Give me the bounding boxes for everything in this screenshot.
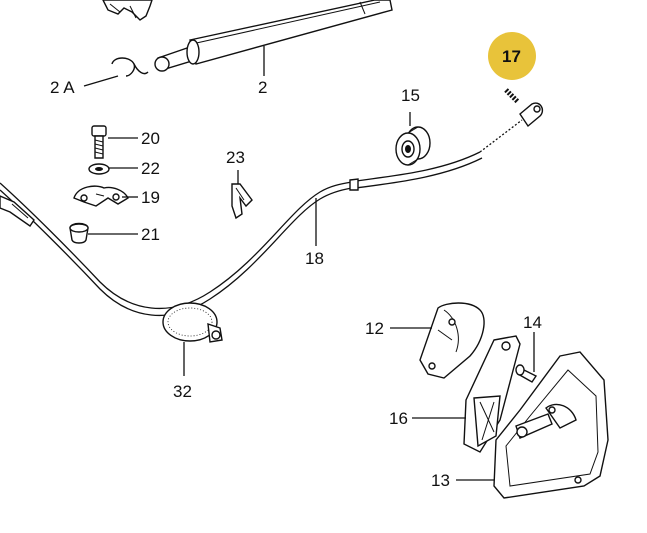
release-handle-knob [162, 302, 223, 343]
cable-end-eye [479, 102, 544, 153]
lock-housing [493, 351, 609, 499]
label-2a: 2 A [50, 78, 75, 97]
label-17: 17 [502, 47, 521, 66]
pin-part [504, 88, 520, 104]
label-23: 23 [226, 148, 245, 167]
label-12: 12 [365, 319, 384, 338]
retaining-clip [111, 57, 149, 77]
washer-part [88, 163, 110, 175]
mounting-screw [515, 364, 538, 383]
clip-part-top [102, 0, 153, 21]
screw-part [91, 125, 107, 159]
label-15: 15 [401, 86, 420, 105]
label-16: 16 [389, 409, 408, 428]
roller-part [395, 126, 431, 166]
release-lever [463, 335, 521, 453]
label-2: 2 [258, 78, 267, 97]
cap-part [69, 222, 89, 244]
cable-bracket [73, 185, 129, 207]
label-20: 20 [141, 129, 160, 148]
cable-clip [231, 183, 253, 220]
lock-cover [419, 302, 485, 379]
label-14: 14 [523, 313, 542, 332]
bowden-cable [0, 151, 483, 317]
label-13: 13 [431, 471, 450, 490]
label-22: 22 [141, 159, 160, 178]
label-32: 32 [173, 382, 192, 401]
label-19: 19 [141, 188, 160, 207]
label-18: 18 [305, 249, 324, 268]
label-21: 21 [141, 225, 160, 244]
leader-lines [83, 46, 535, 481]
highlight-marker [488, 32, 536, 80]
gas-strut [154, 0, 393, 72]
